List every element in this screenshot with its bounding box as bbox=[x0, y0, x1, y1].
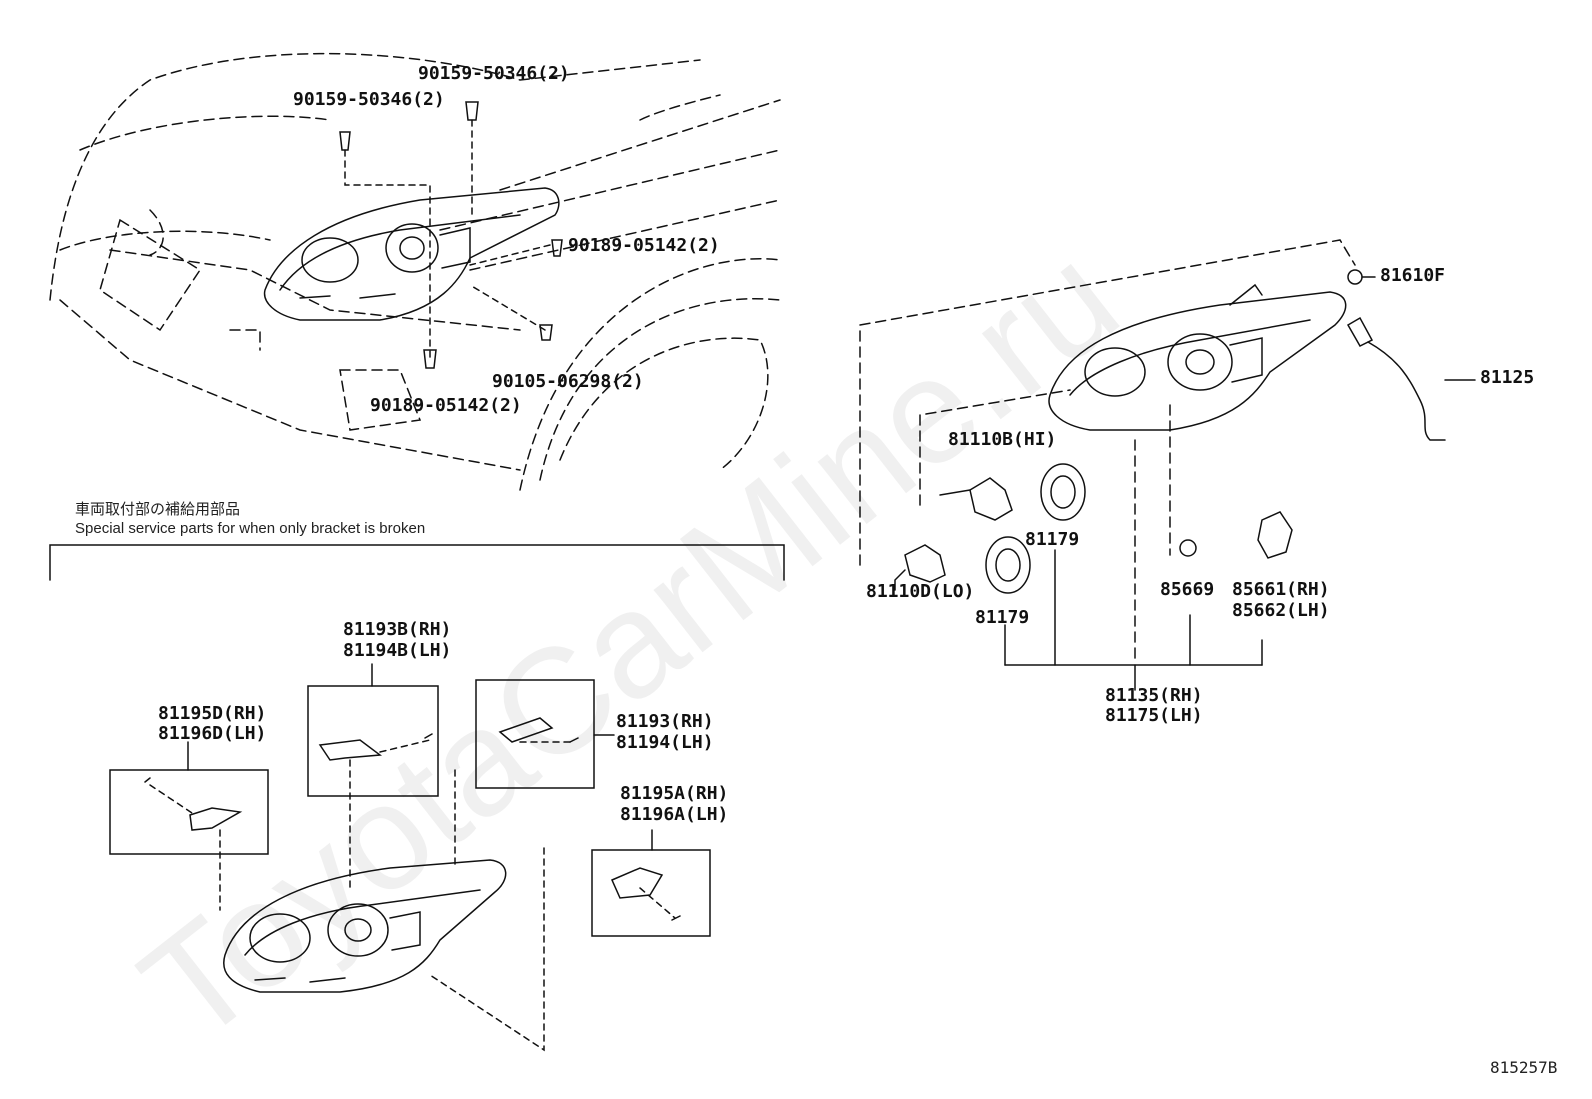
label-a-rh: 81195A(RH) bbox=[620, 783, 729, 804]
figure-number: 815257B bbox=[1490, 1058, 1558, 1077]
bracket-boxes bbox=[109, 663, 711, 937]
label-d-lh: 81196D(LH) bbox=[158, 723, 267, 744]
note-jp: 車両取付部の補給用部品 bbox=[75, 501, 241, 518]
label-b-rh: 81193B(RH) bbox=[343, 619, 452, 640]
label-bolt-top-left: 90159-50346(2) bbox=[293, 89, 445, 110]
bracket-leaders bbox=[149, 739, 676, 1052]
label-motor-lh: 85662(LH) bbox=[1232, 600, 1330, 621]
fastener-leaders bbox=[344, 119, 551, 361]
vehicle-fasteners bbox=[339, 101, 563, 369]
label-d-rh: 81195D(RH) bbox=[158, 703, 267, 724]
label-socket: 81125 bbox=[1480, 367, 1535, 388]
vehicle-outline bbox=[49, 52, 781, 491]
label-plain-rh: 81193(RH) bbox=[616, 711, 714, 732]
label-bulb-hi: 81110B(HI) bbox=[948, 429, 1057, 450]
note-en: Special service parts for when only brac… bbox=[75, 520, 426, 537]
label-assy-lh: 81175(LH) bbox=[1105, 705, 1203, 726]
label-clip-bottom: 90189-05142(2) bbox=[370, 395, 522, 416]
label-b-lh: 81194B(LH) bbox=[343, 640, 452, 661]
label-bolt-top-right: 90159-50346(2) bbox=[418, 63, 570, 84]
bracket-parts bbox=[144, 717, 681, 921]
headlamp-leaders bbox=[894, 276, 1476, 691]
label-bulb-lo: 81110D(LO) bbox=[866, 581, 975, 602]
label-cover-2: 81179 bbox=[975, 607, 1030, 628]
headlamp-parts bbox=[904, 269, 1446, 594]
bracket-headlamp bbox=[223, 859, 507, 993]
headlamp-assy bbox=[1048, 283, 1347, 431]
label-cover-1: 81179 bbox=[1025, 529, 1080, 550]
label-assy-rh: 81135(RH) bbox=[1105, 685, 1203, 706]
label-clip-right: 90189-05142(2) bbox=[568, 235, 720, 256]
label-oring: 85669 bbox=[1160, 579, 1215, 600]
label-plain-lh: 81194(LH) bbox=[616, 732, 714, 753]
vehicle-headlamp bbox=[263, 187, 560, 321]
label-cap: 81610F bbox=[1380, 265, 1446, 286]
label-motor-rh: 85661(RH) bbox=[1232, 579, 1330, 600]
note-bracket bbox=[49, 544, 785, 581]
label-screw-fender: 90105-06298(2) bbox=[492, 371, 644, 392]
label-a-lh: 81196A(LH) bbox=[620, 804, 729, 825]
